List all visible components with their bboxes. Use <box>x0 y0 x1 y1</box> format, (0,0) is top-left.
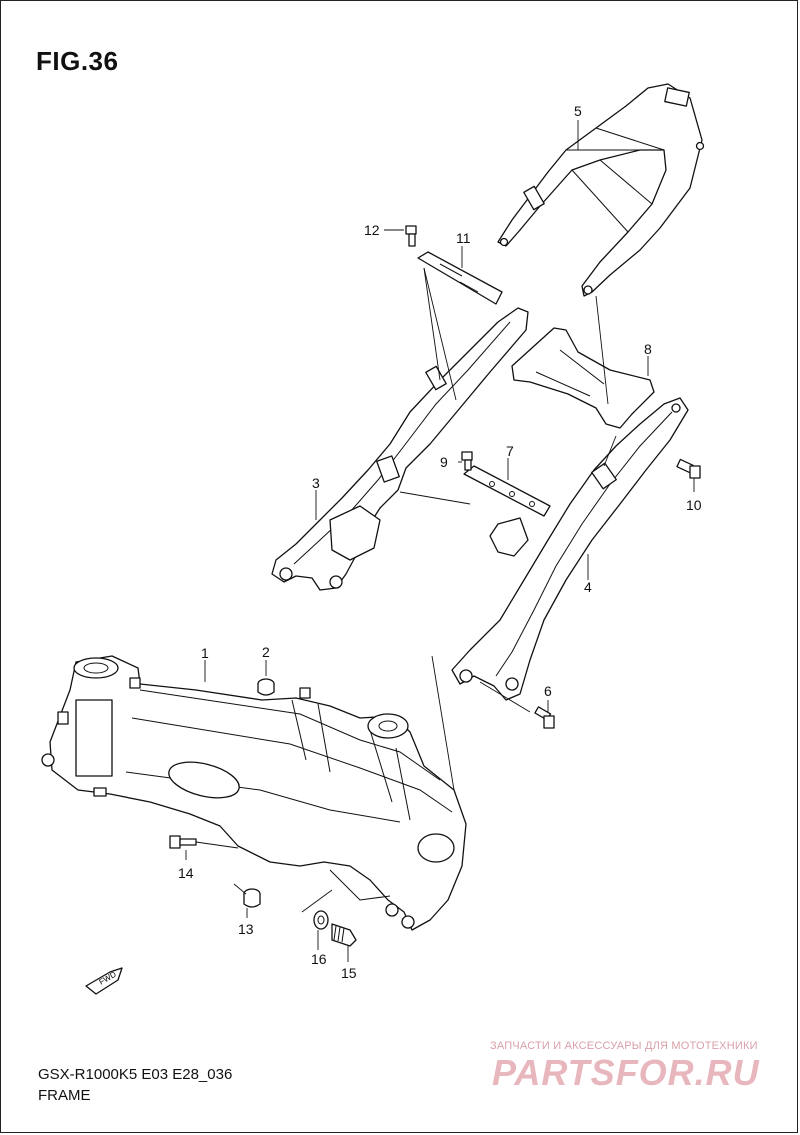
part-3-left-seat-rail <box>271 307 529 591</box>
part-1-main-frame <box>41 655 467 931</box>
callout-12: 12 <box>364 222 380 238</box>
part-9-bolt <box>461 451 473 471</box>
callout-6: 6 <box>544 683 552 699</box>
part-13-collar <box>243 888 261 908</box>
watermark-tagline: ЗАПЧАСТИ И АКСЕССУАРЫ ДЛЯ МОТОТЕХНИКИ <box>490 1040 758 1052</box>
callout-5: 5 <box>574 103 582 119</box>
section-name: FRAME <box>38 1087 91 1104</box>
callout-numbers: 1 2 3 4 5 6 7 8 9 10 11 12 13 14 15 16 <box>178 103 702 981</box>
model-code: GSX-R1000K5 E03 E28_036 <box>38 1066 233 1083</box>
part-7-mounting-plate <box>463 465 551 517</box>
fwd-direction-badge: FWD <box>85 967 123 995</box>
callout-15: 15 <box>341 965 357 981</box>
callout-14: 14 <box>178 865 194 881</box>
callout-9: 9 <box>440 454 448 470</box>
callout-2: 2 <box>262 644 270 660</box>
part-4-right-seat-rail <box>451 397 689 701</box>
callout-8: 8 <box>644 341 652 357</box>
part-8-bracket <box>511 327 655 429</box>
callout-13: 13 <box>238 921 254 937</box>
callout-11: 11 <box>456 230 471 246</box>
part-12-bolt <box>405 225 417 247</box>
callout-10: 10 <box>686 497 702 513</box>
part-5-rear-frame-bracket <box>497 83 705 297</box>
leader-lines <box>185 120 695 962</box>
part-6-bolt <box>534 706 555 729</box>
part-2-bushing <box>257 678 275 696</box>
callout-7: 7 <box>506 443 514 459</box>
watermark-logo: PARTSFOR.RU <box>492 1052 760 1093</box>
callout-16: 16 <box>311 951 327 967</box>
callout-1: 1 <box>201 645 209 661</box>
callout-4: 4 <box>584 579 592 595</box>
part-11-mounting-plate <box>417 251 503 305</box>
part-14-bolt <box>169 835 197 849</box>
part-16-washer <box>313 910 329 930</box>
callout-3: 3 <box>312 475 320 491</box>
part-15-adjuster-bolt <box>331 923 357 947</box>
figure-title: FIG.36 <box>36 46 119 76</box>
part-10-bolt <box>676 458 701 479</box>
